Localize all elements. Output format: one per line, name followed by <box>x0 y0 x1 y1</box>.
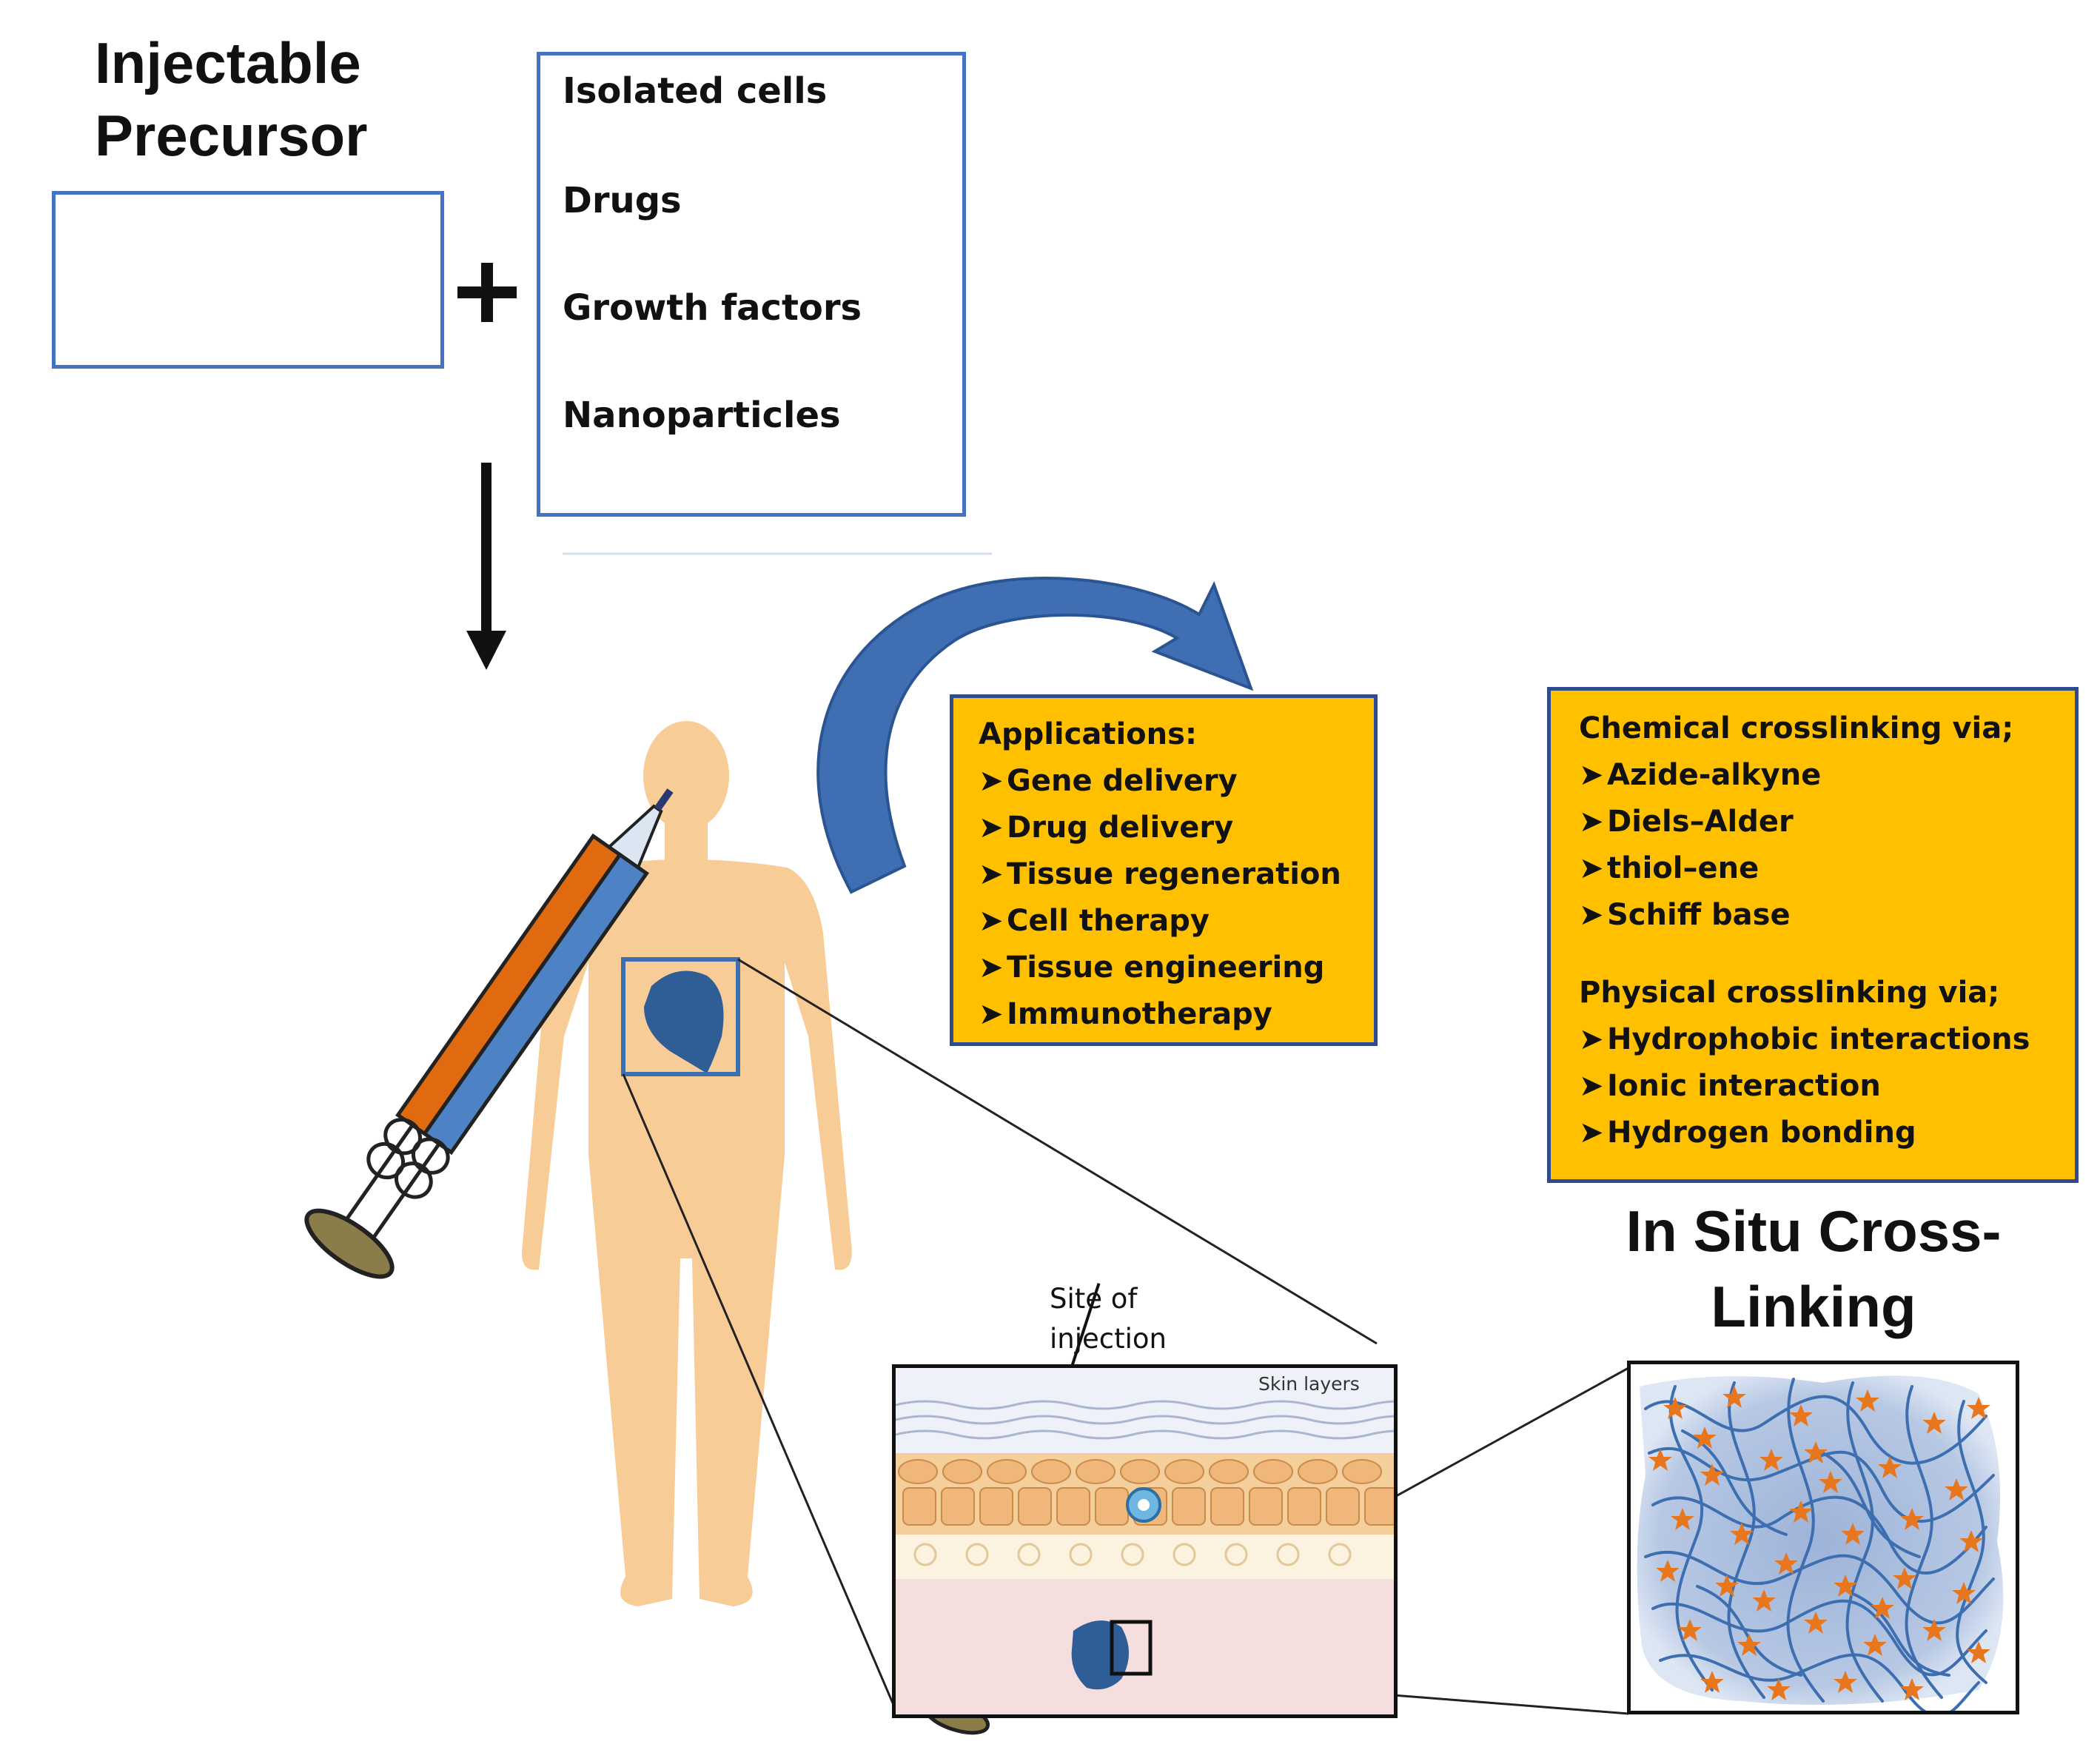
site-label-line2: injection <box>1050 1323 1167 1355</box>
physical-item: ➤Hydrogen bonding <box>1579 1110 2075 1156</box>
physical-item: ➤Ionic interaction <box>1579 1063 2075 1110</box>
heart-focus-square <box>621 957 740 1076</box>
precursor-box <box>52 191 444 369</box>
arrowhead-icon: ➤ <box>979 764 1004 798</box>
in-situ-crosslinking-title: In Situ Cross- Linking <box>1584 1193 2043 1344</box>
skin-layers-label: Skin layers <box>1258 1373 1360 1395</box>
applications-box: Applications: ➤Gene delivery ➤Drug deliv… <box>950 694 1378 1046</box>
application-item: ➤Tissue regeneration <box>979 851 1374 898</box>
arrowhead-icon: ➤ <box>1579 851 1604 885</box>
chemical-item: ➤thiol–ene <box>1579 845 2075 892</box>
applications-heading: Applications: <box>979 717 1197 751</box>
in-situ-title-line1: In Situ Cross- <box>1626 1198 2002 1264</box>
in-situ-title-line2: Linking <box>1711 1274 1916 1339</box>
network-drawing <box>1637 1375 2004 1711</box>
arrowhead-icon: ➤ <box>979 997 1004 1031</box>
additive-label-nanoparticles: Nanoparticles <box>563 395 841 436</box>
crosslinked-network-panel <box>1627 1361 2019 1714</box>
arrowhead-icon: ➤ <box>979 811 1004 845</box>
curved-arrow-icon <box>816 577 1254 894</box>
additive-label-growth-factors: Growth factors <box>563 287 862 329</box>
dendritic-cell-icon <box>1126 1487 1161 1523</box>
big-plus-icon <box>457 263 517 322</box>
arrowhead-icon: ➤ <box>1579 1022 1604 1056</box>
application-item: ➤Drug delivery <box>979 805 1374 851</box>
arrowhead-icon: ➤ <box>1579 1116 1604 1150</box>
skin-section-drawing <box>896 1368 1394 1714</box>
arrowhead-icon: ➤ <box>979 904 1004 938</box>
injected-gel-mass <box>1071 1620 1129 1690</box>
precursor-title-line1: Injectable <box>95 30 361 95</box>
chemical-crosslinking-heading: Chemical crosslinking via; <box>1579 711 2014 745</box>
arrowhead-icon: ➤ <box>1579 758 1604 792</box>
injectable-precursor-title: Injectable Precursor <box>95 27 368 172</box>
section-gap <box>1579 939 2075 970</box>
application-item: ➤Gene delivery <box>979 758 1374 805</box>
additive-label-isolated-cells: Isolated cells <box>563 70 828 112</box>
chemical-item: ➤Azide-alkyne <box>1579 752 2075 799</box>
additives-box: Isolated cells Drugs Growth factors Nano… <box>537 52 966 517</box>
arrowhead-icon: ➤ <box>979 950 1004 985</box>
site-of-injection-label: Site of injection <box>1050 1279 1167 1359</box>
skin-section-panel <box>892 1364 1398 1718</box>
arrowhead-icon: ➤ <box>979 857 1004 891</box>
physical-item: ➤Hydrophobic interactions <box>1579 1016 2075 1063</box>
physical-crosslinking-heading: Physical crosslinking via; <box>1579 976 2000 1010</box>
site-label-line1: Site of <box>1050 1283 1138 1315</box>
arrowhead-icon: ➤ <box>1579 898 1604 932</box>
application-item: ➤Immunotherapy <box>979 991 1374 1038</box>
arrowhead-icon: ➤ <box>1579 1069 1604 1103</box>
crosslinking-box: Chemical crosslinking via; ➤Azide-alkyne… <box>1547 687 2079 1183</box>
additive-label-drugs: Drugs <box>563 180 682 221</box>
chemical-item: ➤Diels–Alder <box>1579 799 2075 845</box>
precursor-title-line2: Precursor <box>95 103 368 168</box>
application-item: ➤Cell therapy <box>979 898 1374 945</box>
human-body-figure <box>521 721 852 1606</box>
arrowhead-icon: ➤ <box>1579 805 1604 839</box>
gel-focus-square <box>1110 1620 1153 1676</box>
large-syringe-icon <box>304 788 674 1279</box>
application-item: ➤Tissue engineering <box>979 945 1374 991</box>
heart-organ-icon <box>644 970 724 1073</box>
chemical-item: ➤Schiff base <box>1579 892 2075 939</box>
down-arrow-icon <box>466 463 506 670</box>
